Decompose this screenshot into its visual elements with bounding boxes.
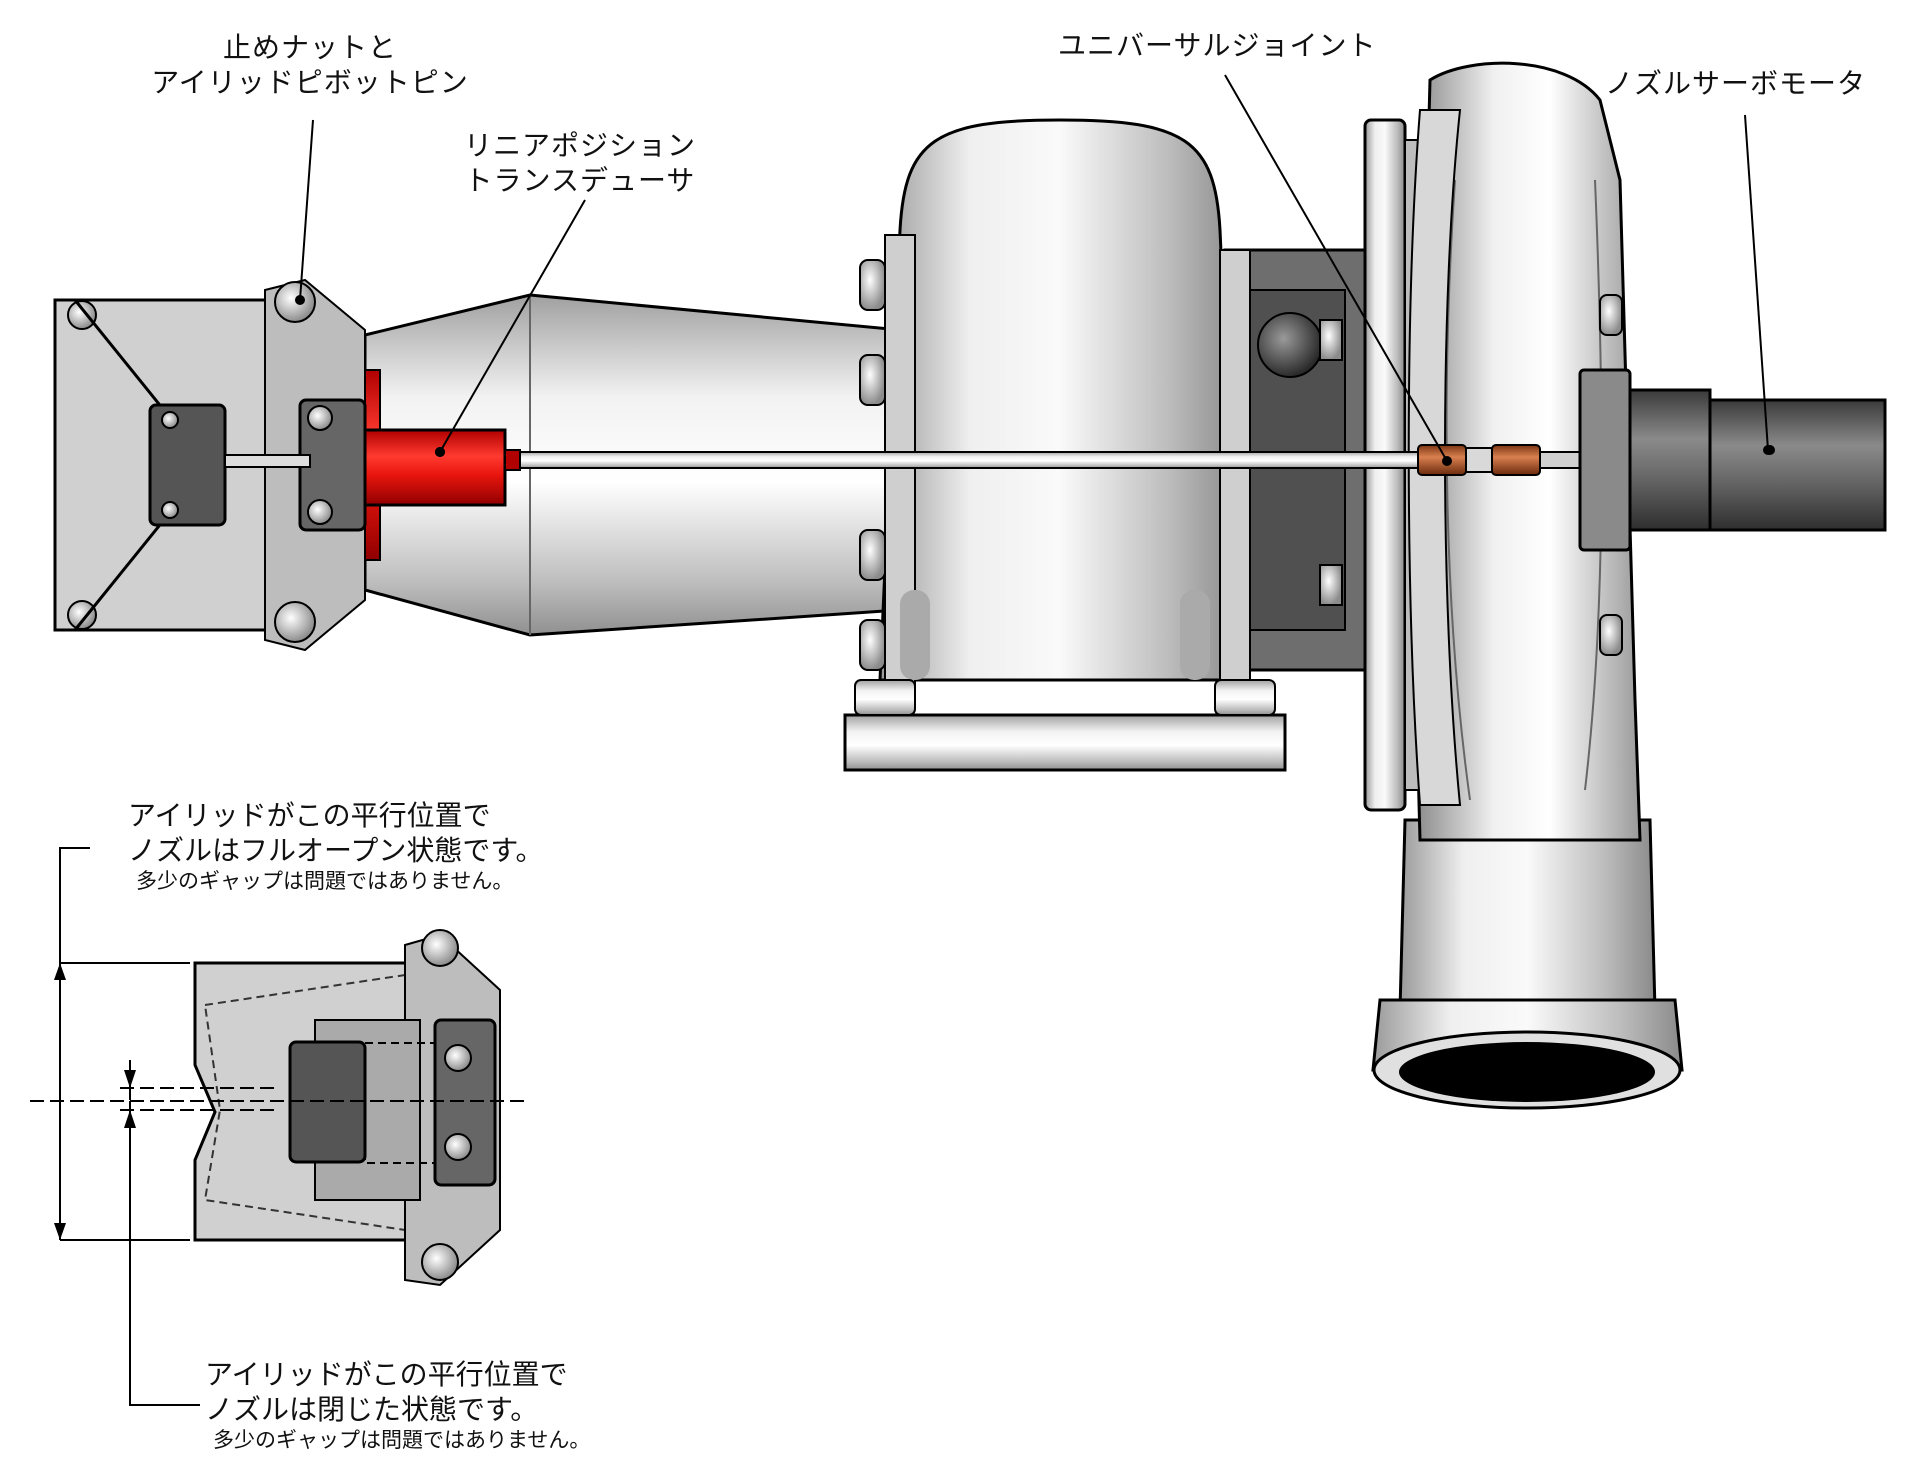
- actuator-rod: [514, 451, 1461, 469]
- leader-lines: [295, 74, 1773, 466]
- eyelid-position-inset: [30, 847, 530, 1406]
- open-note-line3: 多少のギャップは問題ではありません。: [136, 869, 514, 893]
- transducer-label-line1: リニアポジション: [463, 129, 696, 162]
- closed-note-line3: 多少のギャップは問題ではありません。: [213, 1428, 591, 1452]
- stop-nut-label-line1: 止めナットと: [222, 31, 397, 64]
- closed-note-line1: アイリッドがこの平行位置で: [205, 1358, 568, 1391]
- outlet-pipe: [1371, 818, 1684, 1110]
- transducer-label: リニアポジション トランスデューサ: [440, 128, 720, 198]
- exhaust-elbow: [843, 118, 1287, 772]
- closed-note: アイリッドがこの平行位置で ノズルは閉じた状態です。 多少のギャップは問題ではあ…: [205, 1357, 590, 1453]
- stop-nut-label-line2: アイリッドピボットピン: [151, 66, 469, 99]
- open-note-line1: アイリッドがこの平行位置で: [128, 799, 491, 832]
- open-note-line2: ノズルはフルオープン状態です。: [128, 834, 544, 867]
- stop-nut-label: 止めナットと アイリッドピボットピン: [130, 30, 490, 100]
- open-note: アイリッドがこの平行位置で ノズルはフルオープン状態です。 多少のギャップは問題…: [128, 798, 544, 894]
- universal-joint-label: ユニバーサルジョイント: [1058, 29, 1377, 62]
- servo-motor: [1578, 294, 1887, 656]
- closed-note-line2: ノズルは閉じた状態です。: [205, 1393, 539, 1426]
- eyelid-pivot-assembly: [53, 278, 367, 652]
- servo-motor-label: ノズルサーボモータ: [1605, 67, 1867, 100]
- transducer-label-line2: トランスデューサ: [464, 164, 696, 197]
